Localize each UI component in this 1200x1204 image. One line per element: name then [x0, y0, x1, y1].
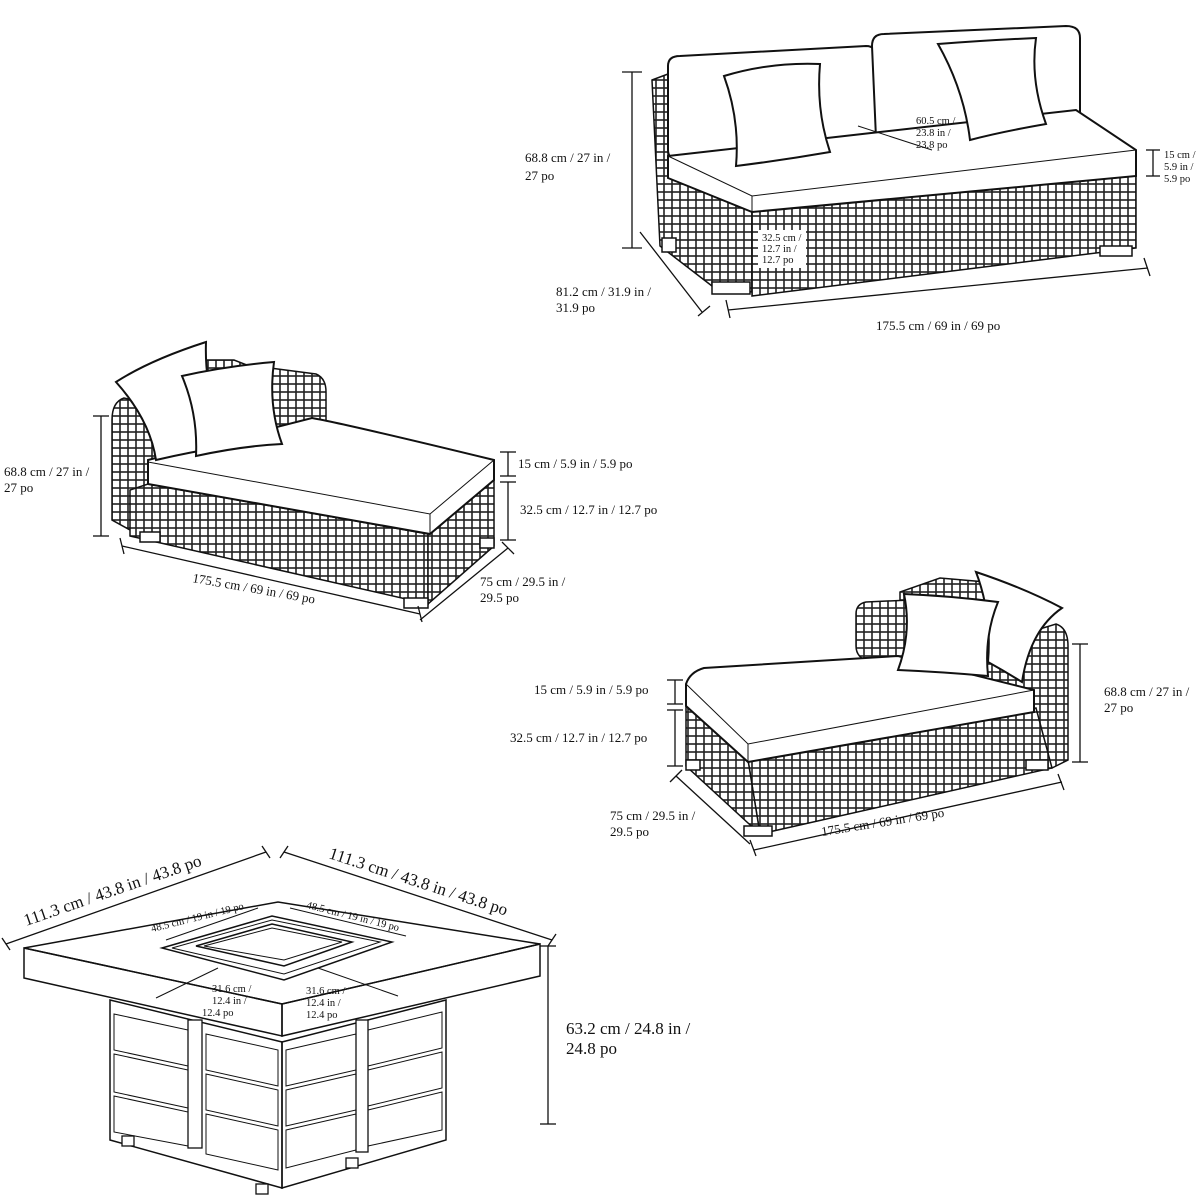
fire-table-burner-left-label: 48.5 cm / 19 in / 19 po [150, 901, 245, 935]
fire-table-offset-left-label: 31.6 cm / 12.4 in / 12.4 po [202, 984, 254, 1019]
chaise-left-foot [403, 597, 429, 609]
chaise-left-depth-label: 75 cm / 29.5 in / 29.5 po [480, 574, 568, 605]
chaise-right-drawing [685, 570, 1069, 837]
chaise-left-cushion-label: 15 cm / 5.9 in / 5.9 po [518, 456, 632, 471]
fire-table-offset-right-label: 31.6 cm / 12.4 in / 12.4 po [306, 986, 348, 1021]
chaise-right-cushion-label: 15 cm / 5.9 in / 5.9 po [534, 682, 648, 697]
sofa-dimensions: 68.8 cm / 27 in / 27 po 81.2 cm / 31.9 i… [525, 71, 1198, 333]
sofa-seat-depth-label: 60.5 cm / 23.8 in / 23.8 po [916, 116, 958, 151]
sofa-width-label: 175.5 cm / 69 in / 69 po [876, 318, 1000, 333]
chaise-right-depth-label: 75 cm / 29.5 in / 29.5 po [610, 808, 698, 839]
chaise-left-pillow-front [180, 360, 284, 458]
chaise-right-foot [743, 825, 773, 837]
sofa-height-label: 68.8 cm / 27 in / 27 po [525, 150, 613, 183]
sofa-foot [711, 281, 751, 295]
sofa-cushion-label: 15 cm / 5.9 in / 5.9 po [1164, 150, 1198, 185]
chaise-right-pillow-front [896, 592, 1000, 678]
fire-table-dimensions: 111.3 cm / 43.8 in / 43.8 po 111.3 cm / … [1, 844, 694, 1125]
chaise-left-height-label: 68.8 cm / 27 in / 27 po [4, 464, 92, 495]
fire-table-height-label: 63.2 cm / 24.8 in / 24.8 po [566, 1019, 694, 1058]
fire-table-width-right-label: 111.3 cm / 43.8 in / 43.8 po [327, 844, 510, 920]
chaise-right-height-label: 68.8 cm / 27 in / 27 po [1104, 684, 1192, 715]
fire-table-burner [159, 915, 395, 981]
chaise-left-seat-height-label: 32.5 cm / 12.7 in / 12.7 po [520, 502, 657, 517]
fire-table-top [23, 901, 541, 1005]
sofa-foot [1099, 245, 1133, 257]
fire-table-drawing [23, 901, 541, 1195]
sofa-seat-cushion [667, 108, 1137, 214]
fire-table-burner-right-label: 48.5 cm / 19 in / 19 po [305, 900, 400, 934]
fire-table-base-right [281, 999, 447, 1190]
chaise-right-seat-height-label: 32.5 cm / 12.7 in / 12.7 po [510, 730, 647, 745]
sofa-depth-label: 81.2 cm / 31.9 in / 31.9 po [556, 284, 654, 315]
chaise-right-foot [685, 759, 701, 771]
chaise-left-drawing [111, 340, 495, 609]
chaise-right-foot [1025, 759, 1049, 771]
sofa-foot [661, 237, 677, 253]
chaise-left-foot [479, 537, 495, 549]
chaise-left-foot [139, 531, 161, 543]
chaise-left-dimensions: 68.8 cm / 27 in / 27 po 15 cm / 5.9 in /… [4, 415, 657, 623]
sofa-throw-pillow-left [722, 62, 832, 168]
sofa-throw-pillow-right [936, 36, 1048, 142]
sofa-seat-height-label: 32.5 cm / 12.7 in / 12.7 po [762, 233, 804, 266]
chaise-right-seat-cushion [685, 654, 1035, 764]
sofa-drawing [651, 24, 1137, 297]
